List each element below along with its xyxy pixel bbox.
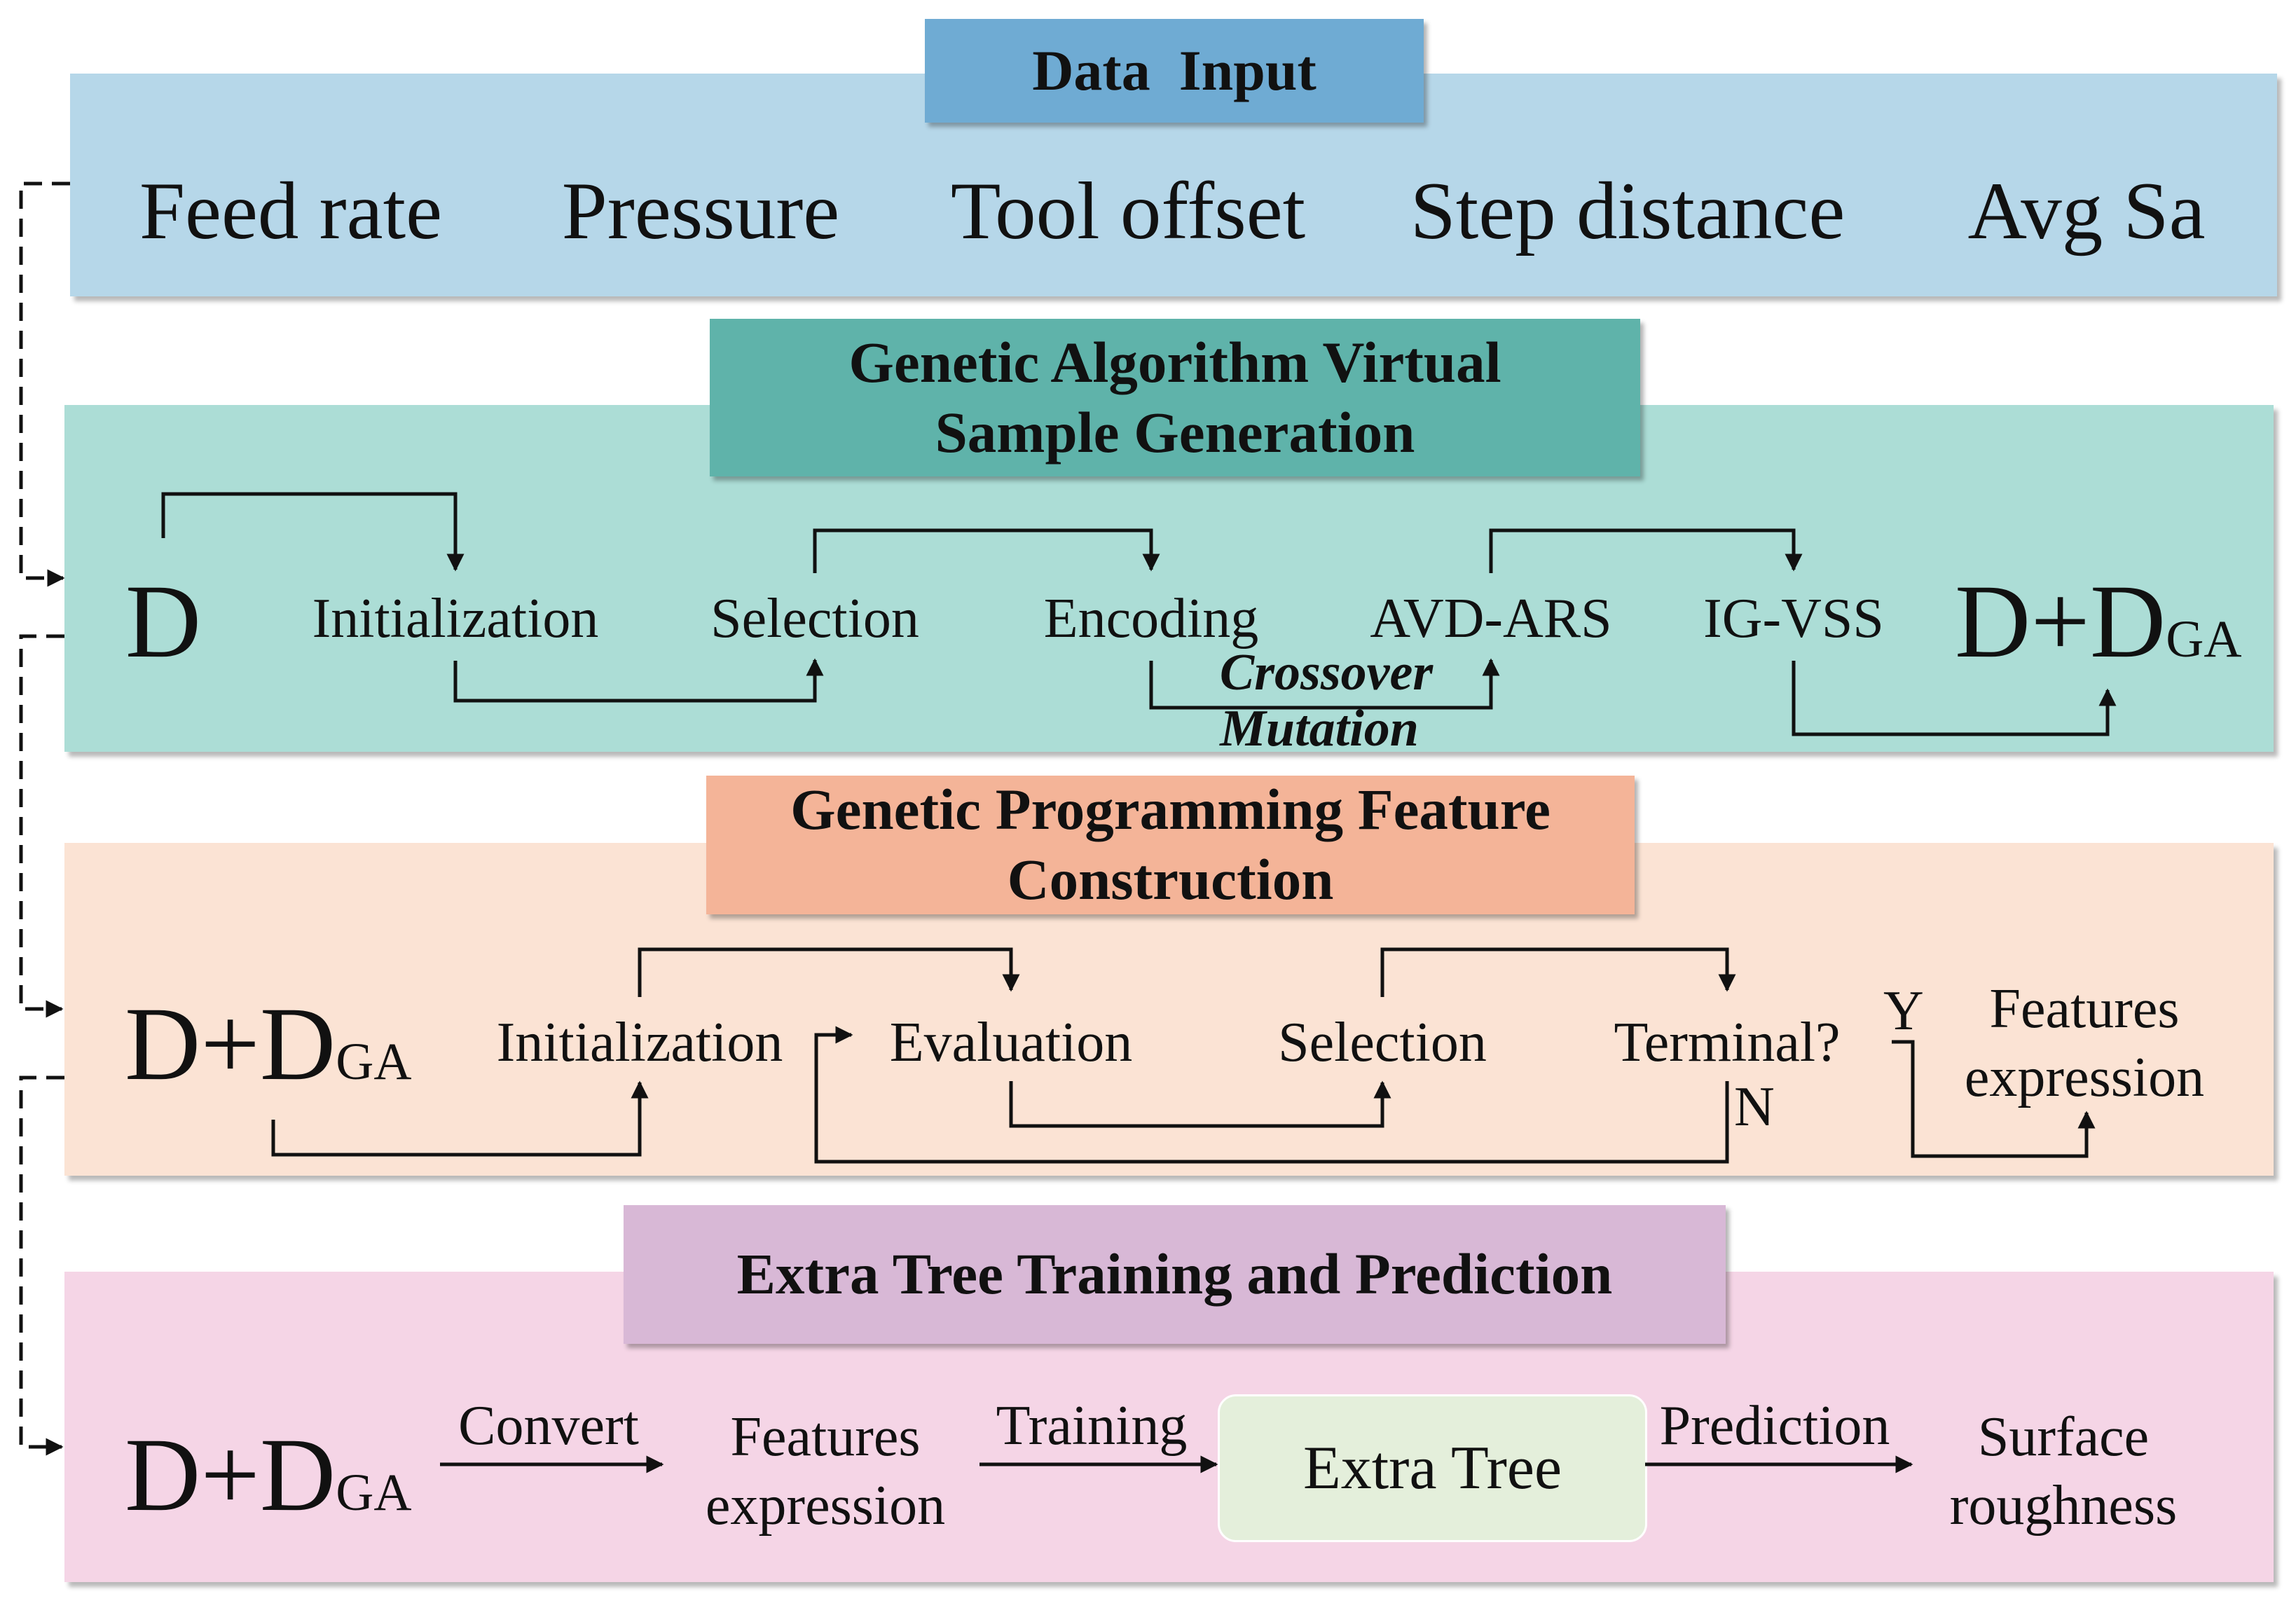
et-surface-line1: Surface bbox=[1977, 1406, 2150, 1468]
et-convert-label: Convert bbox=[458, 1395, 639, 1457]
input-tool-offset: Tool offset bbox=[950, 166, 1306, 256]
ga-output-subscript: GA bbox=[2166, 610, 2242, 668]
data-input-title: Data Input bbox=[1032, 38, 1317, 102]
gp-features-expression: Features expression bbox=[1965, 975, 2204, 1112]
ga-title-line2: Sample Generation bbox=[935, 399, 1415, 465]
ga-title-line1: Genetic Algorithm Virtual bbox=[848, 329, 1501, 394]
input-avg-sa: Avg Sa bbox=[1967, 166, 2206, 256]
et-input-main: D+D bbox=[125, 1417, 336, 1533]
ga-banner: Genetic Algorithm Virtual Sample Generat… bbox=[710, 319, 1640, 476]
input-pressure: Pressure bbox=[561, 166, 840, 256]
extra-tree-label: Extra Tree bbox=[1302, 1434, 1562, 1502]
ga-output-d-plus-dga: D+DGA bbox=[1955, 569, 2242, 674]
et-input-d-plus-dga: D+DGA bbox=[125, 1422, 412, 1527]
ga-encoding: Encoding bbox=[1043, 588, 1259, 650]
ga-ig-vss: IG-VSS bbox=[1703, 588, 1884, 650]
extra-tree-box: Extra Tree bbox=[1218, 1394, 1647, 1542]
gp-selection: Selection bbox=[1278, 1012, 1487, 1073]
input-feed-rate: Feed rate bbox=[139, 166, 443, 256]
et-features-expression: Features expression bbox=[706, 1403, 945, 1540]
gp-banner: Genetic Programming Feature Construction bbox=[706, 776, 1635, 914]
ga-avd-ars: AVD-ARS bbox=[1370, 588, 1612, 650]
ga-initialization: Initialization bbox=[312, 588, 599, 650]
gp-evaluation: Evaluation bbox=[889, 1012, 1133, 1073]
et-title: Extra Tree Training and Prediction bbox=[736, 1242, 1613, 1307]
gp-input-subscript: GA bbox=[336, 1033, 412, 1091]
input-step-distance: Step distance bbox=[1410, 166, 1845, 256]
dashed-feed-to-et bbox=[19, 1076, 64, 1456]
et-features-line1: Features bbox=[730, 1406, 921, 1468]
gp-title-line1: Genetic Programming Feature bbox=[790, 777, 1551, 842]
dashed-feed-to-gp bbox=[19, 634, 64, 1018]
et-training-label: Training bbox=[996, 1395, 1188, 1457]
gp-features-line2: expression bbox=[1964, 1046, 2205, 1108]
ga-crossover: Crossover bbox=[1219, 644, 1434, 701]
et-prediction-label: Prediction bbox=[1659, 1395, 1890, 1457]
gp-input-d-plus-dga: D+DGA bbox=[125, 991, 412, 1097]
ga-output-main: D+D bbox=[1955, 563, 2166, 680]
et-features-line2: expression bbox=[705, 1474, 946, 1537]
gp-initialization: Initialization bbox=[496, 1012, 783, 1073]
ga-mutation: Mutation bbox=[1220, 700, 1419, 757]
gp-terminal-check: Terminal? bbox=[1614, 1012, 1841, 1073]
gp-title-line2: Construction bbox=[1007, 847, 1334, 912]
gp-no-label: N bbox=[1734, 1076, 1775, 1138]
et-surface-roughness: Surface roughness bbox=[1950, 1403, 2177, 1540]
gp-yes-label: Y bbox=[1883, 980, 1924, 1042]
et-surface-line2: roughness bbox=[1949, 1474, 2178, 1537]
data-input-banner: Data Input bbox=[925, 19, 1424, 123]
ga-selection: Selection bbox=[710, 588, 919, 650]
gp-input-main: D+D bbox=[125, 986, 336, 1102]
gp-features-line1: Features bbox=[1989, 978, 2180, 1040]
dashed-feed-to-ga bbox=[19, 181, 70, 587]
et-input-subscript: GA bbox=[336, 1464, 412, 1522]
ga-dataset-d: D bbox=[125, 563, 202, 680]
et-banner: Extra Tree Training and Prediction bbox=[624, 1205, 1726, 1344]
